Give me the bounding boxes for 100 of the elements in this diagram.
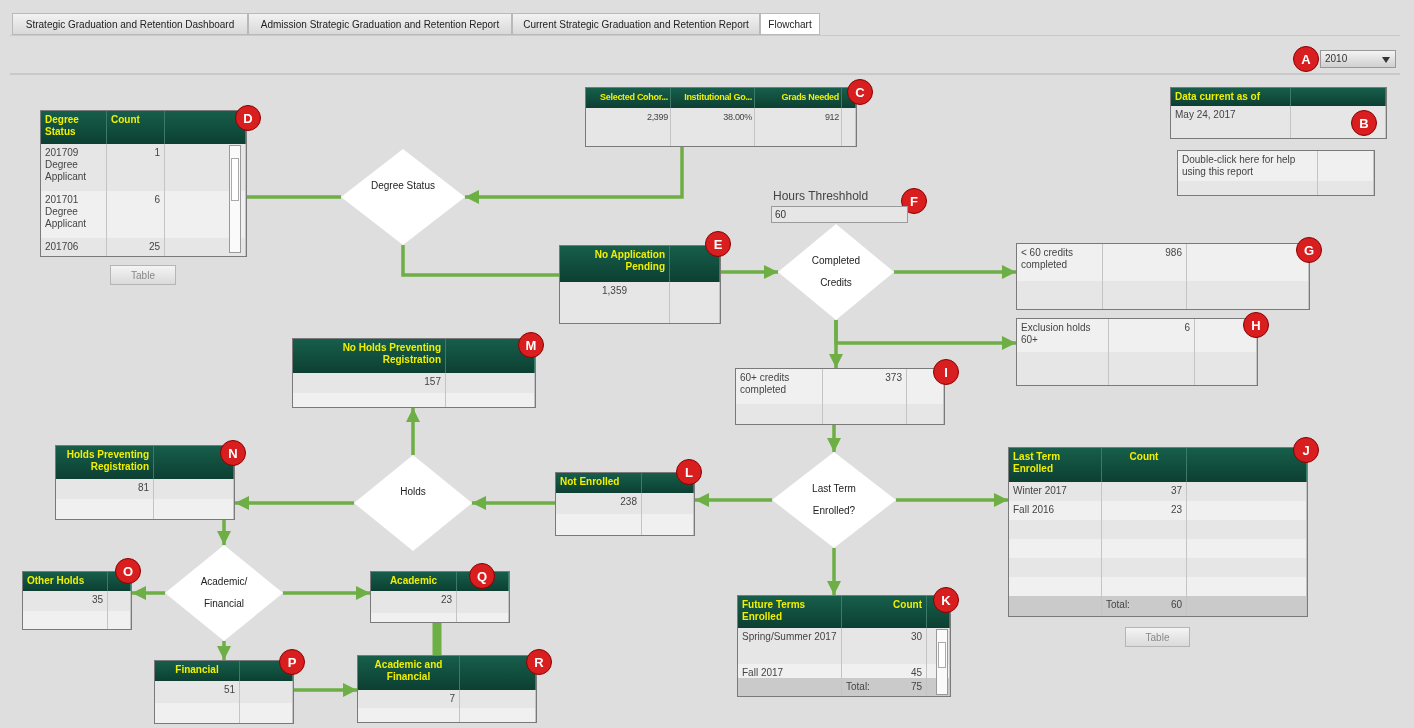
callout-letter: J <box>1293 437 1319 463</box>
connector-line <box>247 195 341 199</box>
decision-diamond <box>354 455 472 551</box>
table-cell: 45 <box>910 667 922 679</box>
data-table <box>735 368 945 425</box>
table-cell: 157 <box>424 376 441 388</box>
table-cell: 30 <box>910 631 922 643</box>
decision-diamond <box>778 224 894 320</box>
callout-letter: P <box>279 649 305 675</box>
field-caption: Hours Threshhold <box>773 189 869 203</box>
table-cell: Total: <box>1106 599 1130 611</box>
callout-letter: K <box>933 587 959 613</box>
arrow <box>827 548 841 595</box>
table-cell: 60 <box>1170 599 1182 611</box>
column-header: No Holds Preventing Registration <box>341 342 441 366</box>
tab: Admission Strategic Graduation and Retention Report <box>248 13 512 35</box>
callout-letter: O <box>115 558 141 584</box>
decision-label: Academic/ Financial <box>199 575 249 611</box>
table-cell: 986 <box>1165 247 1182 259</box>
connector-line <box>432 623 442 655</box>
column-header: Selected Cohor... <box>600 91 668 103</box>
table-cell: May 24, 2017 <box>1175 109 1236 121</box>
table-cell-text: 201709 Degree Applicant <box>45 147 88 183</box>
table-cell: 6 <box>1184 322 1190 334</box>
table-cell: 37 <box>1170 485 1182 497</box>
table-cell: 912 <box>824 111 839 123</box>
button: Table <box>110 265 176 285</box>
arrow <box>829 320 843 368</box>
arrow <box>827 425 841 452</box>
table-cell: Total: <box>846 681 870 693</box>
table-cell: 7 <box>449 693 455 705</box>
arrow <box>472 496 555 510</box>
column-header: No Application Pending <box>593 249 665 273</box>
callout-letter: N <box>220 440 246 466</box>
table-cell: 238 <box>620 496 637 508</box>
table-cell: 2,399 <box>646 111 668 123</box>
callout-letter: F <box>901 188 927 214</box>
column-header: Data current as of <box>1175 91 1261 103</box>
arrow <box>283 586 370 600</box>
arrow <box>217 520 231 545</box>
arrow <box>894 265 1016 279</box>
data-table <box>1170 87 1387 139</box>
button: Table <box>1125 627 1190 647</box>
column-header: Grads Needed <box>781 91 839 103</box>
table-cell: 75 <box>910 681 922 693</box>
column-header: Financial <box>175 664 219 676</box>
decision-label: Last Term Enrolled? <box>811 482 857 518</box>
table-cell: 23 <box>1170 504 1182 516</box>
table-cell: 38.00% <box>723 111 752 123</box>
column-header: Count <box>111 114 140 126</box>
decision-label: Degree Status <box>370 179 436 193</box>
table-cell: Fall 2016 <box>1013 504 1055 516</box>
table-cell-text: Exclusion holds 60+ <box>1021 322 1092 346</box>
callout-letter: M <box>518 332 544 358</box>
callout-letter: C <box>847 79 873 105</box>
data-table <box>292 338 536 408</box>
callout-letter: D <box>235 105 261 131</box>
tab: Current Strategic Graduation and Retention Report <box>512 13 760 35</box>
callout-letter: A <box>1293 46 1319 72</box>
table-cell-text: 201701 Degree Applicant <box>45 194 88 230</box>
arrow <box>695 493 772 507</box>
connector-line <box>401 245 559 277</box>
column-header: Institutional Go... <box>684 91 752 103</box>
decision-diamond <box>772 452 896 548</box>
table-cell: 81 <box>137 482 149 494</box>
column-header: Academic <box>389 575 438 587</box>
table-cell: 373 <box>885 372 902 384</box>
arrow <box>132 586 165 600</box>
arrow <box>294 683 357 697</box>
column-header: Not Enrolled <box>560 476 620 488</box>
table-cell: Fall 2017 <box>742 667 784 679</box>
column-header: Last Term Enrolled <box>1013 451 1062 475</box>
column-header: Holds Preventing Registration <box>65 449 149 473</box>
decision-diamond <box>341 149 465 245</box>
column-header: Degree Status <box>45 114 80 138</box>
arrow <box>465 147 684 204</box>
table-cell: Winter 2017 <box>1013 485 1067 497</box>
tab: Strategic Graduation and Retention Dashboard <box>12 13 248 35</box>
callout-letter: I <box>933 359 959 385</box>
table-cell: 25 <box>148 241 160 253</box>
data-table <box>737 595 951 697</box>
table-cell-text: 60+ credits completed <box>740 372 791 396</box>
table-cell: 1,359 <box>602 285 627 297</box>
callout-letter: E <box>705 231 731 257</box>
table-cell: 23 <box>440 594 452 606</box>
callout-letter: L <box>676 459 702 485</box>
arrow <box>721 265 778 279</box>
data-table <box>357 655 537 723</box>
column-header: Future Terms Enrolled <box>742 599 807 623</box>
table-cell: 201706 <box>45 241 79 253</box>
input-field: 60 <box>771 206 908 223</box>
decision-label: Holds <box>399 485 427 499</box>
arrow <box>406 408 420 455</box>
arrow <box>217 641 231 660</box>
decision-label: Completed Credits <box>810 254 862 290</box>
data-table <box>55 445 235 520</box>
data-table <box>1008 447 1308 617</box>
table-cell: 6 <box>154 194 160 206</box>
column-header: Count <box>893 599 922 611</box>
data-table <box>1177 150 1375 196</box>
